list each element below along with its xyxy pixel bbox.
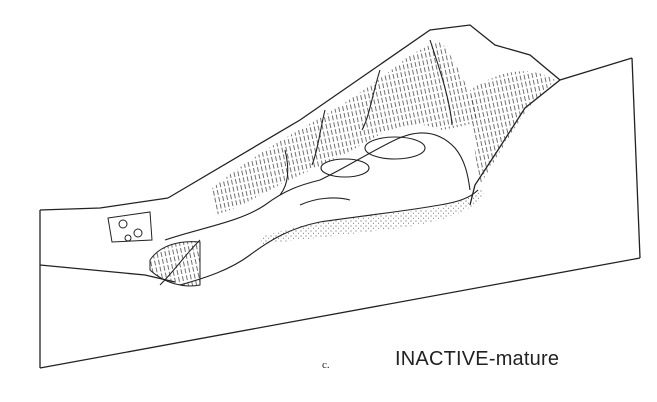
- block-right-edge: [632, 58, 640, 258]
- scarp-hatching: [210, 40, 480, 215]
- hummock-3: [300, 198, 350, 205]
- road-edge-1: [108, 212, 152, 242]
- hummock-1: [321, 159, 369, 177]
- culvert-1: [119, 220, 127, 228]
- slide-toe: [108, 212, 200, 286]
- slide-mass: [165, 40, 555, 285]
- figure-caption: INACTIVE-mature: [395, 349, 559, 369]
- panel-letter: c.: [322, 360, 330, 371]
- block-outline: [40, 25, 640, 368]
- culvert-3: [125, 235, 131, 241]
- slip-surface-stipple: [260, 188, 485, 244]
- culvert-2: [134, 229, 142, 237]
- terrace-top: [40, 198, 168, 210]
- right-flank-hatching: [470, 71, 555, 185]
